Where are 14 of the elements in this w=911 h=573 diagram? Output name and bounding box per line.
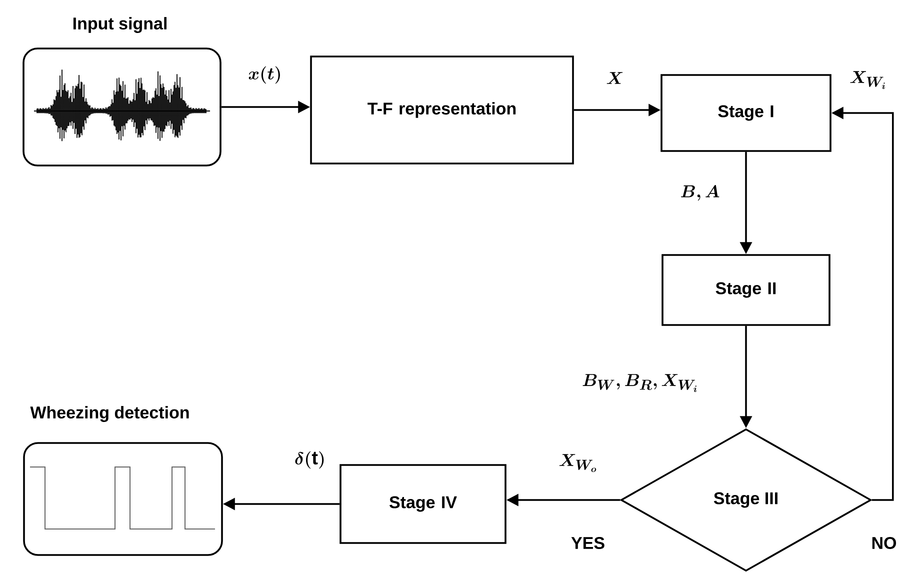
box-heading: Wheezing detection	[30, 406, 189, 422]
process-box: T-F representation	[310, 56, 574, 164]
edge-label: $X_{W_i}$	[848, 70, 888, 90]
edge-label: $B_W, B_R, X_{W_i}$	[580, 373, 700, 393]
process-box: Stage I	[660, 74, 832, 152]
process-box: Stage II	[662, 254, 830, 326]
edge-label: $X_{W_o}$	[558, 453, 598, 473]
edge-label: $X$	[605, 71, 625, 85]
branch-label: YES	[571, 536, 604, 550]
process-box: Stage IV	[340, 464, 506, 544]
edge-label: $B, A$	[679, 184, 721, 202]
edge-label: $\delta(\mathrm{t})$	[293, 450, 327, 470]
box-heading: Input signal	[73, 17, 166, 33]
edge-label: $x(t)$	[247, 65, 283, 85]
